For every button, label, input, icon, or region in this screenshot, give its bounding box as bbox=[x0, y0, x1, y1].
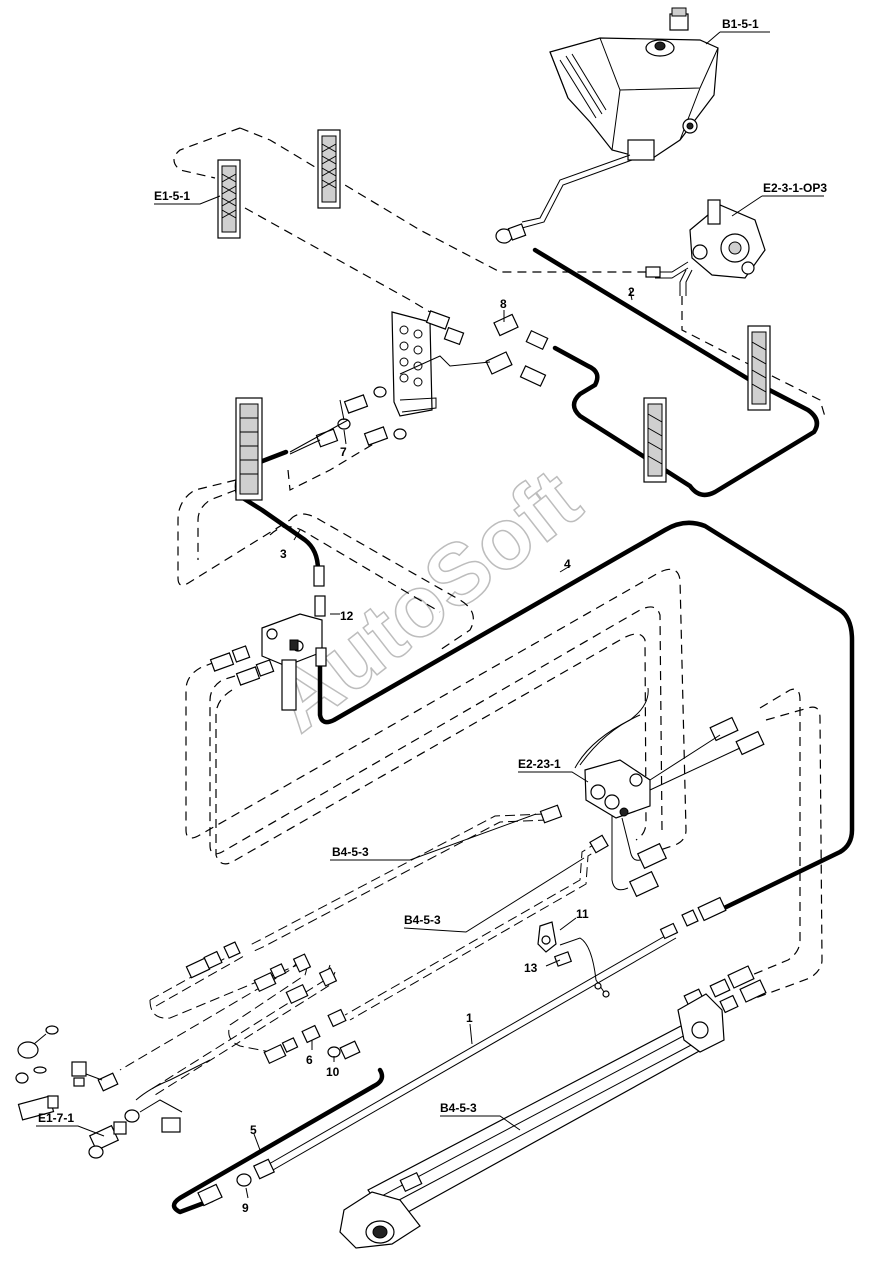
bracket-fittings bbox=[289, 310, 549, 455]
bracket-plate bbox=[391, 311, 437, 417]
tank-return-pipe bbox=[521, 154, 633, 229]
pump-inlet-pipe bbox=[655, 261, 689, 279]
ref-valve-label: E2-23-1 bbox=[518, 757, 561, 771]
item-number-1: 1 bbox=[466, 1011, 473, 1025]
ref-coupling-label: E1-7-1 bbox=[38, 1111, 74, 1125]
center-valve-fittings bbox=[209, 645, 275, 686]
clamp-and-bolt bbox=[537, 921, 610, 998]
right-lower-fittings bbox=[659, 896, 767, 1014]
item-number-11: 11 bbox=[576, 907, 589, 921]
item-number-4: 4 bbox=[564, 557, 571, 571]
ref-line-a-label: B4-5-3 bbox=[332, 845, 369, 859]
item-number-9: 9 bbox=[242, 1201, 249, 1215]
item-number-12: 12 bbox=[340, 609, 354, 623]
tank-assembly bbox=[549, 7, 719, 161]
pump-outlet-pipe bbox=[679, 269, 693, 296]
hydraulic-cylinder bbox=[339, 993, 725, 1249]
hose-5 bbox=[171, 1067, 385, 1215]
hose-4 bbox=[317, 520, 855, 913]
hose-2 bbox=[532, 247, 820, 498]
double-dashed-line-c bbox=[149, 949, 308, 1053]
dashed-line-top-loop bbox=[173, 127, 650, 273]
ref-block-left-label: E1-5-1 bbox=[154, 189, 190, 203]
tank-pipe-fitting bbox=[495, 223, 527, 244]
item-number-2: 2 bbox=[628, 285, 635, 299]
lower-fittings bbox=[185, 941, 361, 1207]
manifold-block-2 bbox=[317, 129, 341, 209]
manifold-block-5 bbox=[235, 397, 263, 501]
item-number-3: 3 bbox=[280, 547, 287, 561]
manifold-block-1 bbox=[217, 159, 241, 239]
center-valve-block bbox=[261, 565, 327, 711]
dashed-line-left-loop bbox=[177, 479, 291, 586]
callout-leaders bbox=[36, 31, 824, 1199]
ref-line-b-label: B4-5-3 bbox=[404, 913, 441, 927]
pump-assembly bbox=[689, 199, 766, 279]
item-number-13: 13 bbox=[524, 961, 538, 975]
manifold-block-3 bbox=[747, 325, 771, 411]
rigid-line-1 bbox=[261, 931, 677, 1175]
ref-cylinder-label: B4-5-3 bbox=[440, 1101, 477, 1115]
dashed-loop-middle bbox=[209, 606, 663, 855]
loose-parts-left bbox=[15, 1025, 211, 1159]
item-number-5: 5 bbox=[250, 1123, 257, 1137]
valve-side-fittings bbox=[539, 716, 765, 898]
dashed-loop-outer bbox=[185, 568, 687, 856]
ref-pump-label: E2-3-1-OP3 bbox=[763, 181, 827, 195]
item-number-6: 6 bbox=[306, 1053, 313, 1067]
double-dashed-line-a bbox=[247, 813, 549, 953]
item-number-8: 8 bbox=[500, 297, 507, 311]
ref-tank-label: B1-5-1 bbox=[722, 17, 759, 31]
item-number-10: 10 bbox=[326, 1065, 340, 1079]
item-number-7: 7 bbox=[340, 445, 347, 459]
manifold-block-4 bbox=[643, 397, 667, 483]
valve-e2-23-1 bbox=[574, 687, 651, 819]
dashed-line-upper-diag bbox=[244, 207, 431, 313]
dashed-line-right-drop bbox=[739, 688, 823, 1001]
double-dashed-line-d bbox=[119, 959, 336, 1096]
